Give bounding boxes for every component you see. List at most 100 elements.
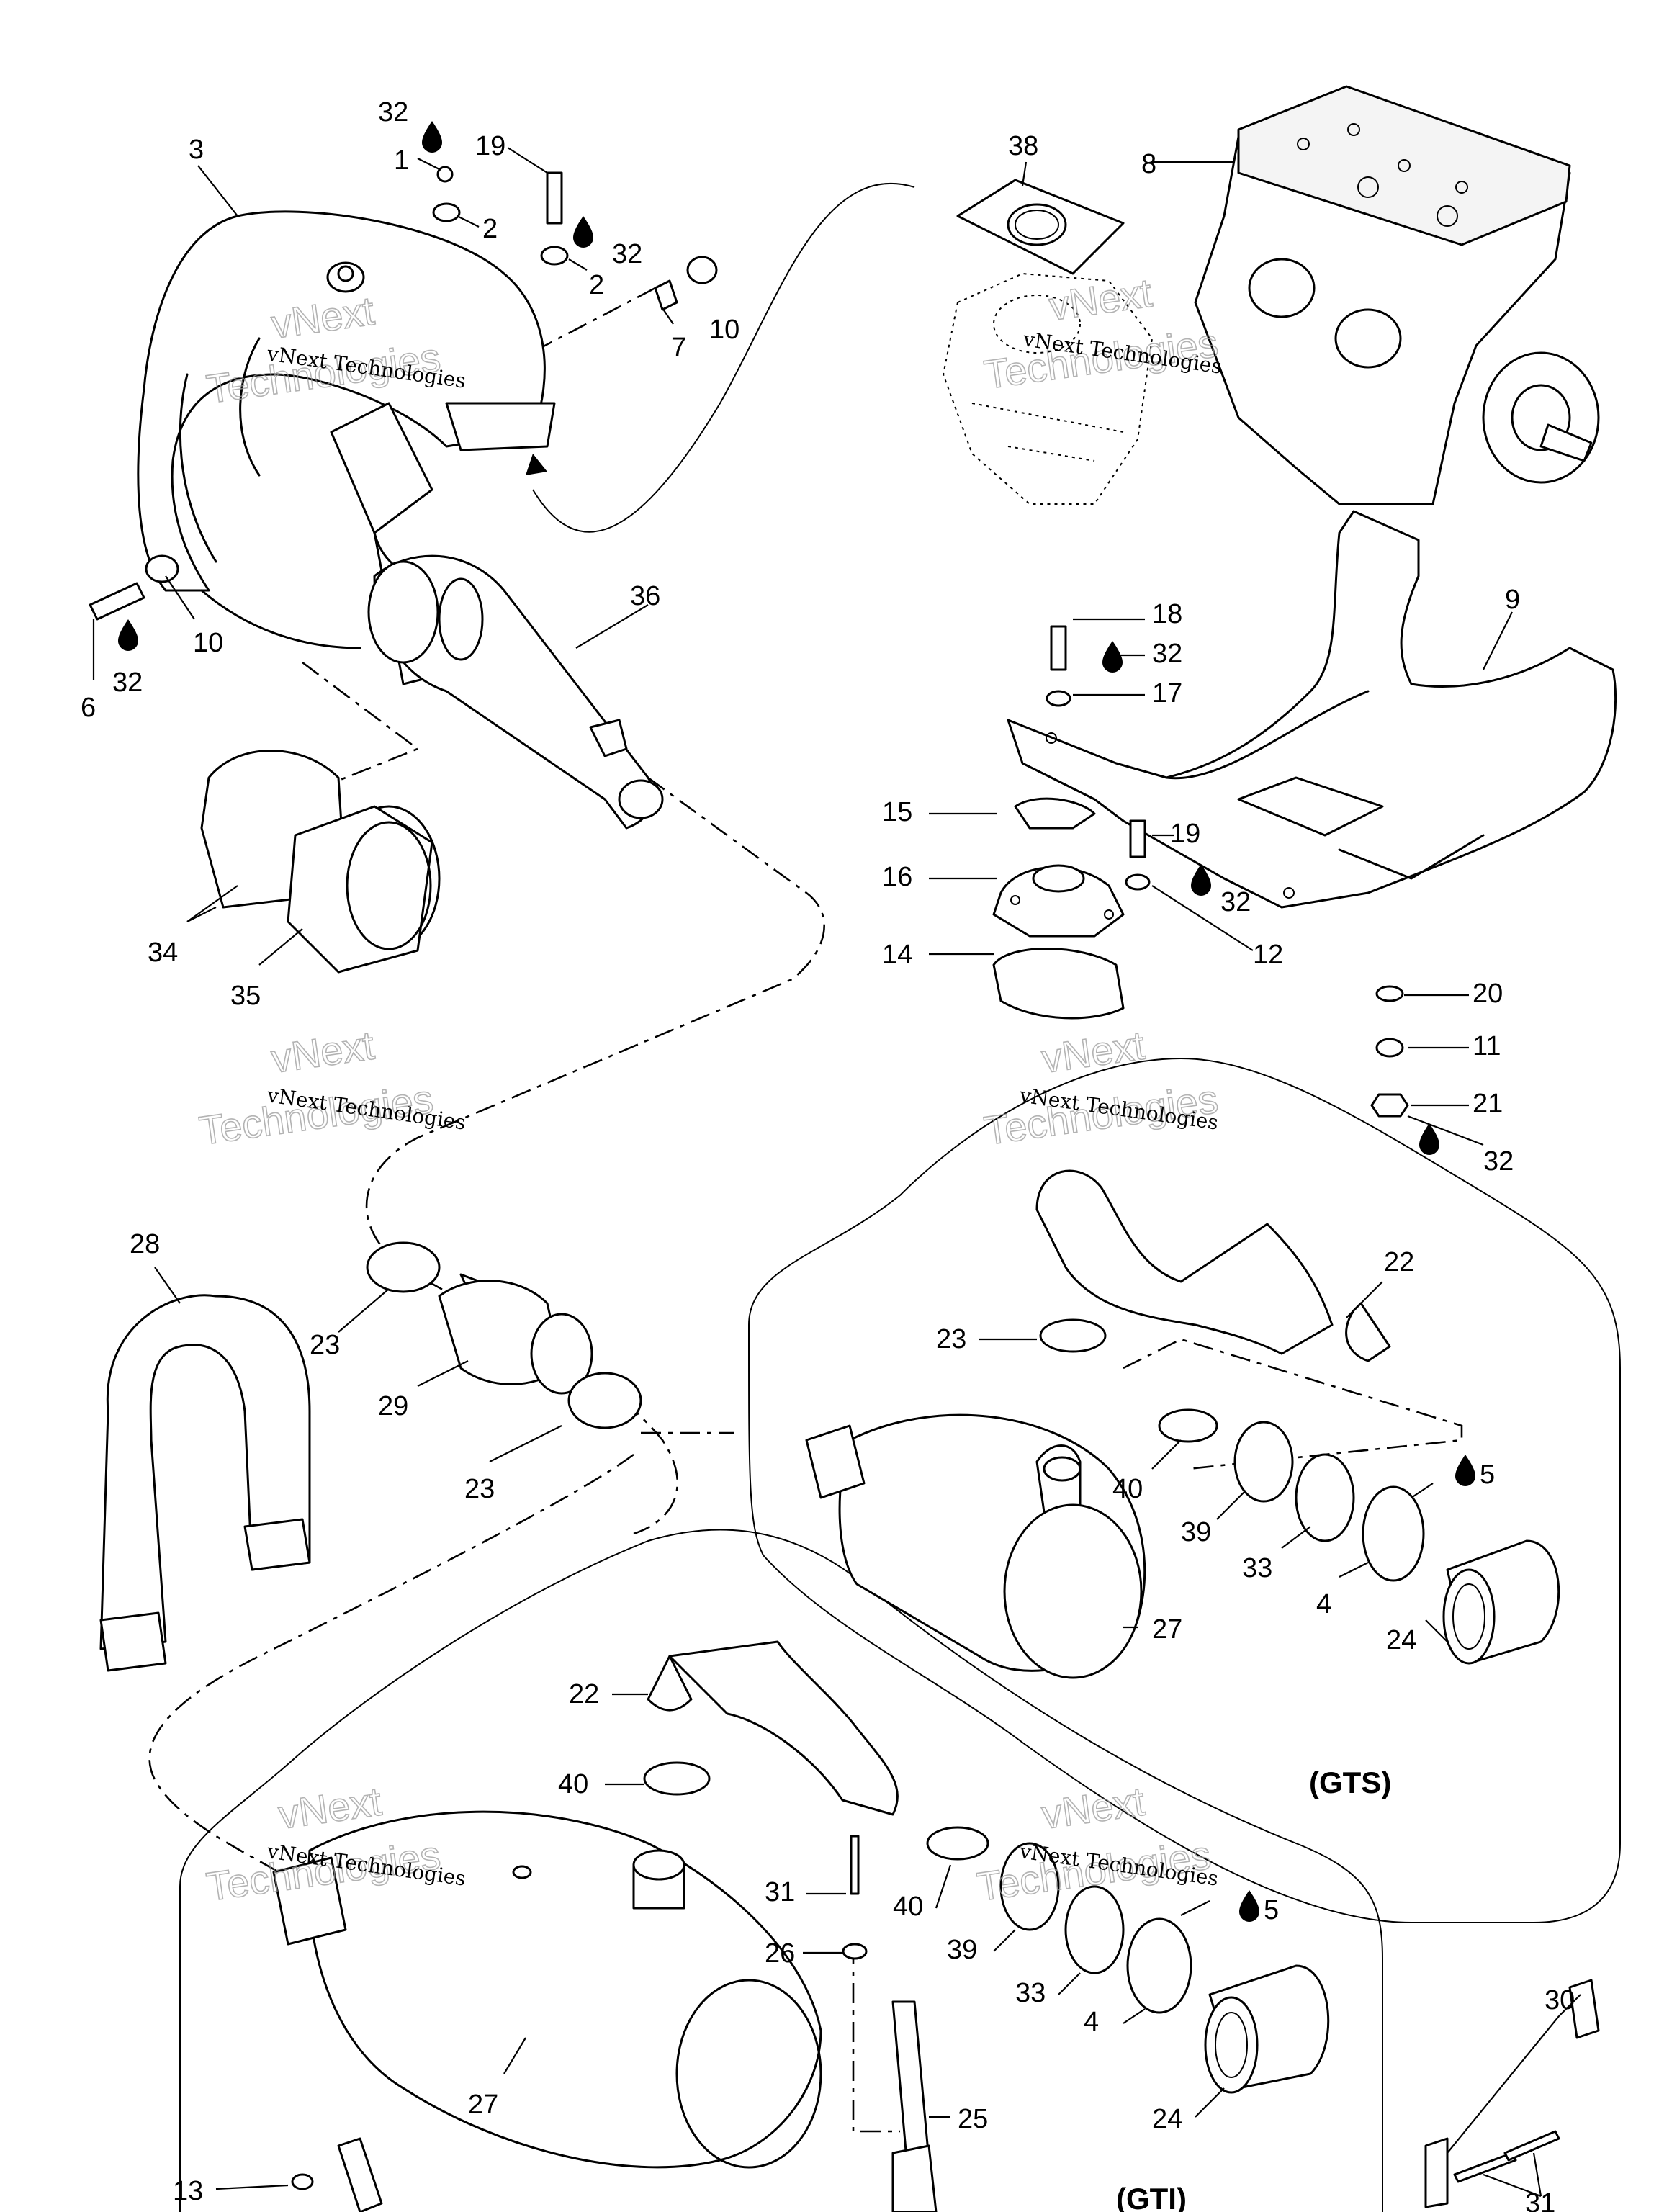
watermark-6: vNext Technologies vNext Technologies	[974, 1778, 1220, 1910]
variant-label-gts: (GTS)	[1309, 1766, 1391, 1799]
callout-8: 8	[1141, 149, 1156, 179]
callout-4: 4	[1316, 1589, 1331, 1619]
watermark-3: vNext Technologies vNext Technologies	[196, 1022, 467, 1154]
callout-2: 2	[589, 270, 604, 300]
callout-33: 33	[1015, 1978, 1046, 2008]
fastener-set-top	[89, 166, 718, 621]
callout-38: 38	[1008, 131, 1038, 161]
callout-40: 40	[893, 1892, 923, 1922]
callout-32: 32	[378, 97, 408, 127]
exhaust-adapter-dotted	[942, 272, 1154, 505]
engine-part	[1194, 85, 1600, 505]
fastener-set-bracket	[1046, 625, 1409, 1118]
callout-29: 29	[378, 1391, 408, 1421]
hose-and-clamps-part	[366, 1241, 1107, 1429]
clamp-and-sleeve-part	[200, 750, 441, 974]
callout-9: 9	[1505, 585, 1520, 615]
callout-39: 39	[1181, 1517, 1211, 1547]
callout-40: 40	[558, 1769, 588, 1799]
callout-23: 23	[464, 1474, 495, 1504]
callout-23: 23	[936, 1324, 966, 1354]
lubricant-drop-icon	[422, 121, 442, 153]
callout-18: 18	[1152, 599, 1182, 629]
callout-28: 28	[130, 1229, 160, 1259]
leader-lines	[92, 147, 1581, 2198]
svg-text:vNext: vNext	[1039, 1022, 1148, 1082]
routing-line-engine	[532, 182, 915, 533]
callout-15: 15	[882, 797, 912, 827]
lubricant-drop-icon	[1102, 641, 1123, 673]
tail-pipe-cone-part	[367, 554, 664, 830]
callout-2: 2	[482, 214, 498, 244]
callout-31: 31	[1525, 2188, 1555, 2212]
callout-36: 36	[630, 581, 660, 611]
muffler-support-bracket-part	[1007, 510, 1617, 909]
callout-32: 32	[1483, 1146, 1514, 1177]
callout-labels: 3 32 1 2 19 32 2 7 10 38 8 36 10 6 32 9 …	[81, 97, 1575, 2212]
svg-text:vNext: vNext	[269, 1022, 377, 1082]
gti-muffler-part	[272, 1640, 899, 2169]
callout-26: 26	[765, 1938, 795, 1969]
gts-outlet-parts	[1158, 1408, 1560, 1665]
callout-12: 12	[1253, 940, 1283, 970]
callout-21: 21	[1473, 1089, 1503, 1119]
svg-text:vNext: vNext	[1039, 1779, 1148, 1838]
callout-5: 5	[1480, 1460, 1495, 1490]
lubricant-drop-icon	[1191, 864, 1211, 896]
lubricant-drop-icon	[118, 619, 138, 651]
callout-4: 4	[1084, 2007, 1099, 2037]
callout-40: 40	[1112, 1474, 1143, 1504]
bottom-hardware-part	[291, 1979, 1600, 2212]
lubricant-drop-icon	[1455, 1455, 1475, 1486]
callout-24: 24	[1152, 2104, 1182, 2134]
gti-group-outline	[179, 1529, 1383, 2212]
callout-3: 3	[189, 135, 204, 165]
callout-39: 39	[947, 1935, 977, 1965]
callout-5: 5	[1264, 1895, 1279, 1925]
routing-line-clamp	[302, 661, 420, 793]
callout-6: 6	[81, 693, 96, 723]
callout-10: 10	[709, 315, 739, 345]
callout-22: 22	[569, 1679, 599, 1709]
callout-11: 11	[1473, 1031, 1501, 1061]
exhaust-gasket-part	[956, 179, 1125, 275]
callout-25: 25	[958, 2104, 988, 2134]
lubricant-drop-icon	[573, 216, 593, 248]
callout-7: 7	[671, 333, 686, 363]
gts-group-outline	[747, 1057, 1621, 1923]
callout-19: 19	[475, 131, 505, 161]
retaining-strap-part	[99, 1294, 311, 1672]
lubricant-drop-icon	[1419, 1123, 1439, 1155]
callout-20: 20	[1473, 979, 1503, 1009]
callout-34: 34	[148, 938, 178, 968]
callout-19: 19	[1170, 819, 1200, 849]
callout-35: 35	[230, 981, 261, 1011]
callout-27: 27	[468, 2090, 498, 2120]
callout-22: 22	[1384, 1247, 1414, 1277]
callout-1: 1	[394, 145, 409, 176]
callout-32: 32	[1220, 887, 1251, 917]
callout-33: 33	[1242, 1553, 1272, 1583]
routing-line-gts-box	[1123, 1338, 1463, 1470]
callout-13: 13	[173, 2176, 203, 2206]
watermark-2: vNext Technologies vNext Technologies	[981, 269, 1223, 398]
routing-line-lower	[148, 1431, 734, 1888]
routing-line-main	[365, 776, 825, 1535]
callout-27: 27	[1152, 1614, 1182, 1645]
callout-31: 31	[765, 1877, 795, 1907]
callout-32: 32	[612, 239, 642, 269]
routing-line-gti-bracket	[852, 1944, 900, 2133]
callout-23: 23	[310, 1330, 340, 1360]
gti-outlet-parts	[643, 1761, 1330, 2212]
callout-14: 14	[882, 940, 912, 970]
rubber-mount-part	[992, 797, 1125, 1020]
svg-text:vNext: vNext	[1046, 270, 1155, 329]
gts-muffler-part	[805, 1169, 1391, 1679]
lubricant-drop-icons	[118, 121, 1475, 1922]
watermark-4: vNext Technologies vNext Technologies	[981, 1022, 1221, 1154]
variant-label-gti: (GTI)	[1116, 2182, 1187, 2212]
callout-10: 10	[193, 628, 223, 658]
callout-32: 32	[112, 667, 143, 698]
